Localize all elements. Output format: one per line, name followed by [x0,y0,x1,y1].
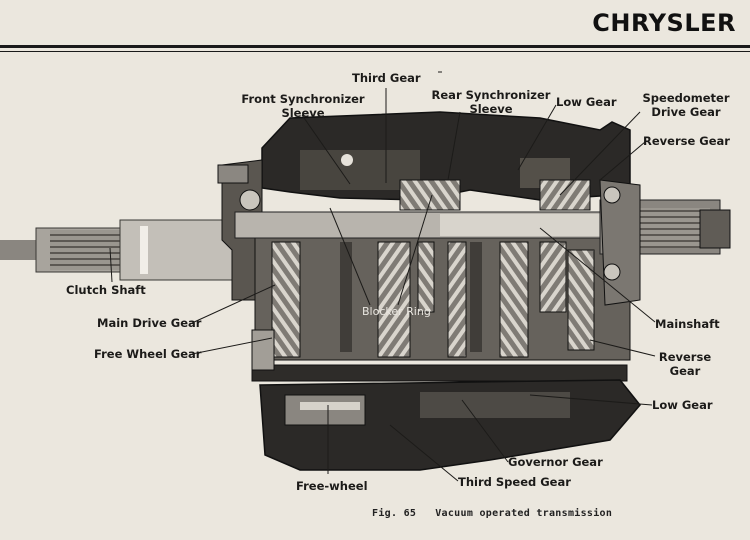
label-speedo-line1: Speedometer [642,91,730,105]
label-free-wheel-gear: Free Wheel Gear [94,347,202,361]
label-speedo-line2: Drive Gear [651,105,721,119]
label-blocker-ring: Blocker Ring [362,305,431,318]
countershaft [251,364,628,382]
label-mainshaft: Mainshaft [655,317,720,331]
label-front-synchronizer-sleeve: Front Synchronizer Sleeve [233,92,373,120]
label-third-gear-top: Third Gear [352,71,421,85]
label-third-speed-gear: Third Speed Gear [458,475,571,489]
label-reverse-gear-top: Reverse Gear [643,134,730,148]
gear-teeth [271,241,595,358]
label-free-wheel: Free-wheel [296,479,368,493]
label-speedometer-drive-gear: Speedometer Drive Gear [636,91,736,119]
header-rule-thick [0,45,750,48]
caption-text: Vacuum operated transmission [435,508,613,519]
label-front-sync-line2: Sleeve [281,106,325,120]
label-reverse-gear-right: Reverse Gear [655,350,715,378]
label-low-gear-top: Low Gear [556,95,617,109]
label-rear-synchronizer-sleeve: Rear Synchronizer Sleeve [426,88,556,116]
label-front-sync-line1: Front Synchronizer [241,92,365,106]
page-header: CHRYSLER [0,0,750,52]
brand-title: CHRYSLER [592,9,736,37]
header-rule-thin [0,51,750,52]
label-rear-sync-line2: Sleeve [469,102,513,116]
clutch-shaft-drawing [0,219,236,281]
caption-fig-number: Fig. 65 [372,508,417,519]
label-reverse-right-line1: Reverse [658,350,712,364]
label-main-drive-gear: Main Drive Gear [97,316,202,330]
label-rear-sync-line1: Rear Synchronizer [431,88,551,102]
label-clutch-shaft: Clutch Shaft [66,283,146,297]
label-reverse-right-line2: Gear [669,364,701,378]
label-governor-gear: Governor Gear [508,455,603,469]
label-low-gear-right: Low Gear [652,398,713,412]
figure-caption: Fig. 65 Vacuum operated transmission [372,508,612,519]
leader-lines [109,88,656,482]
